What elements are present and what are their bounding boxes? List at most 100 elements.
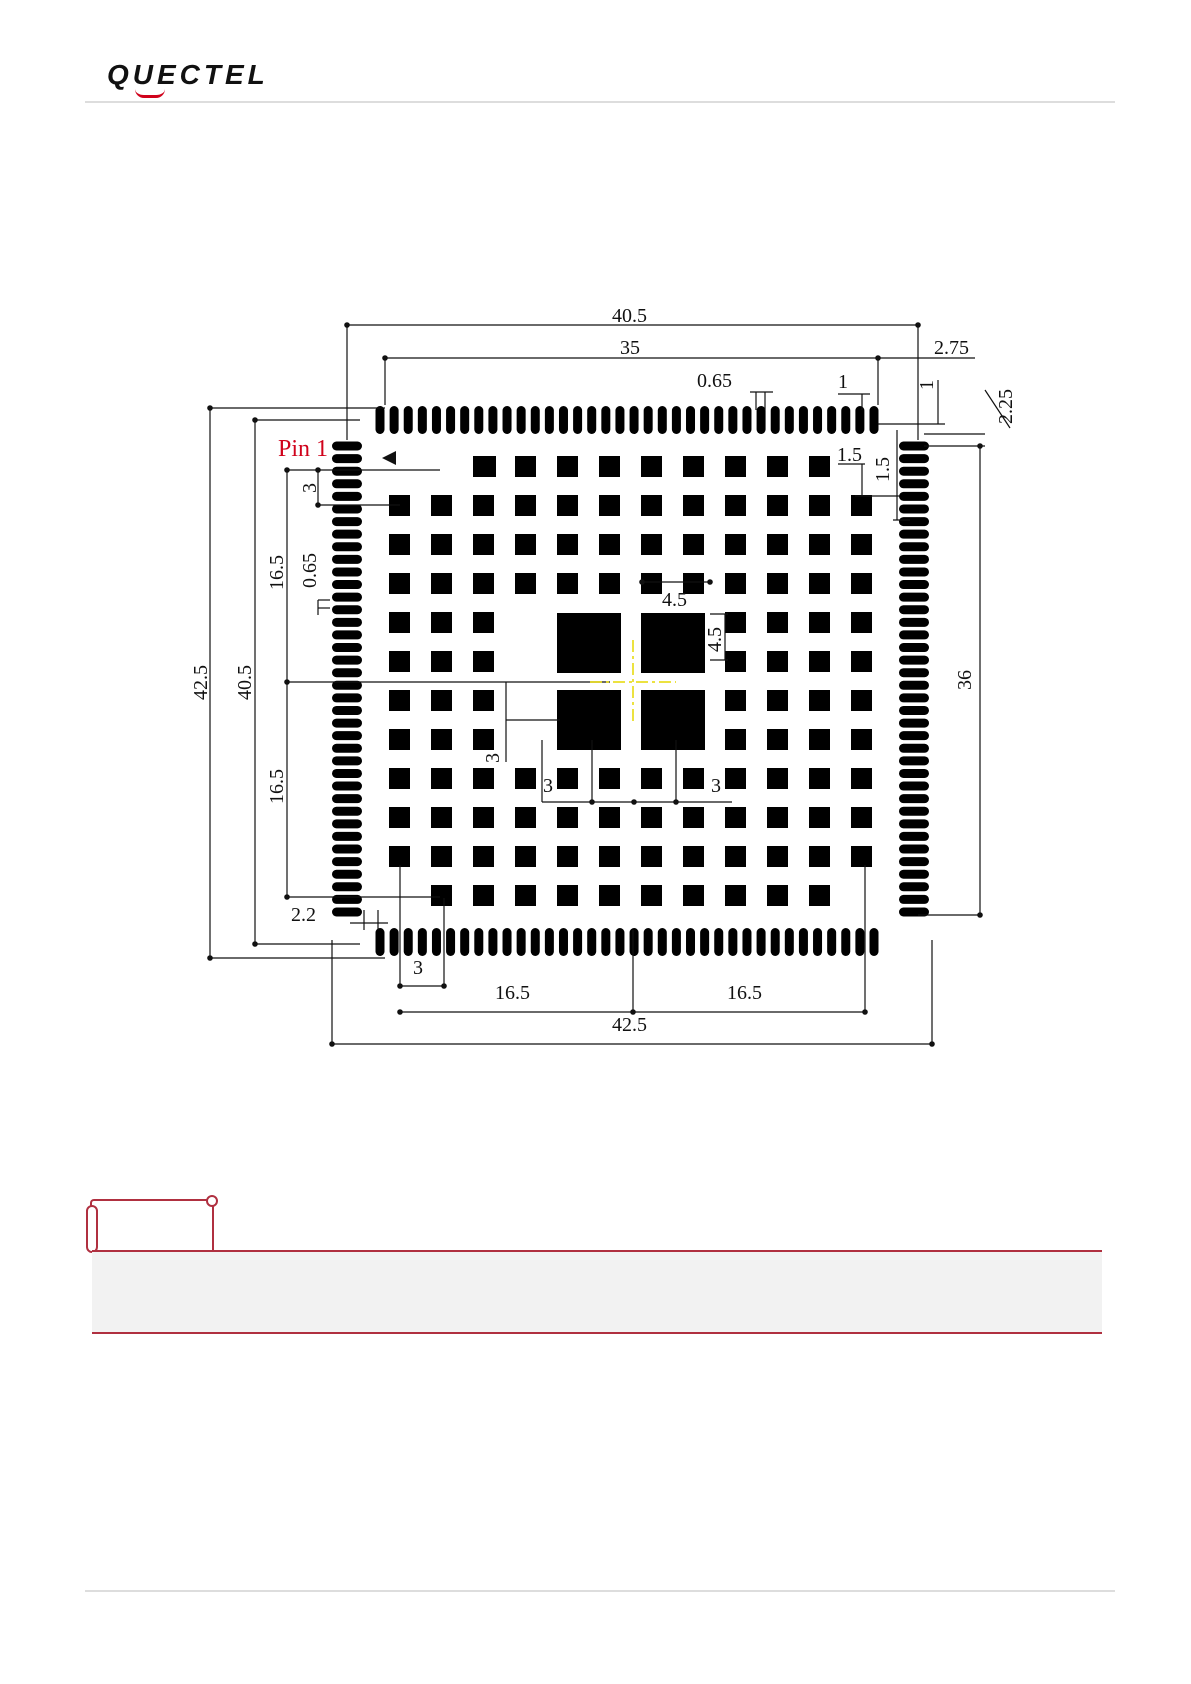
edge-pad: [332, 542, 362, 551]
edge-pad: [587, 406, 596, 434]
dim-corner-offset: 2.25: [995, 389, 1017, 424]
edge-pad: [332, 618, 362, 627]
edge-pad: [488, 406, 497, 434]
edge-pad: [899, 618, 929, 627]
grid-pad: [557, 456, 578, 477]
edge-pad: [658, 928, 667, 956]
edge-pad: [332, 832, 362, 841]
edge-pad: [785, 406, 794, 434]
edge-pad: [899, 656, 929, 665]
edge-pad: [332, 479, 362, 488]
dimension-tick: [708, 580, 712, 584]
edge-pad: [418, 928, 427, 956]
edge-pad: [899, 832, 929, 841]
edge-pad: [332, 756, 362, 765]
grid-pad: [851, 846, 872, 867]
grid-pad: [641, 534, 662, 555]
dimension-tick: [590, 800, 594, 804]
edge-pad: [630, 406, 639, 434]
dim-center-gap-left: 3: [543, 775, 553, 797]
grid-pad: [767, 651, 788, 672]
edge-pad: [376, 406, 385, 434]
edge-pad: [899, 479, 929, 488]
grid-pad: [851, 534, 872, 555]
grid-pad: [641, 768, 662, 789]
edge-pad: [615, 406, 624, 434]
edge-pad: [332, 656, 362, 665]
grid-pad: [725, 573, 746, 594]
grid-pad: [431, 612, 452, 633]
grid-pad: [557, 768, 578, 789]
pad-layer: [332, 406, 929, 956]
edge-pad: [799, 928, 808, 956]
grid-pad: [725, 690, 746, 711]
dimension-tick: [978, 913, 982, 917]
grid-pad: [389, 573, 410, 594]
edge-pad: [899, 693, 929, 702]
edge-pad: [332, 504, 362, 513]
grid-pad: [473, 807, 494, 828]
grid-pad: [767, 534, 788, 555]
grid-pad: [725, 885, 746, 906]
grid-pad: [473, 729, 494, 750]
dimension-tick: [442, 984, 446, 988]
grid-pad: [641, 846, 662, 867]
dim-left-inner: 40.5: [234, 665, 256, 700]
edge-pad: [714, 928, 723, 956]
edge-pad: [899, 492, 929, 501]
edge-pad: [390, 406, 399, 434]
dimension-tick: [330, 1042, 334, 1046]
dim-center-gap-v: 3: [482, 753, 504, 763]
grid-pad: [725, 807, 746, 828]
thermal-pad: [641, 690, 705, 750]
edge-pad: [899, 756, 929, 765]
edge-pad: [332, 492, 362, 501]
edge-pad: [332, 819, 362, 828]
edge-pad: [899, 845, 929, 854]
edge-pad: [899, 870, 929, 879]
edge-pad: [531, 928, 540, 956]
edge-pad: [332, 605, 362, 614]
dimension-tick: [632, 800, 636, 804]
edge-pad: [332, 857, 362, 866]
edge-pad: [332, 908, 362, 917]
edge-pad: [714, 406, 723, 434]
grid-pad: [389, 807, 410, 828]
grid-pad: [389, 534, 410, 555]
edge-pad: [899, 744, 929, 753]
edge-pad: [615, 928, 624, 956]
grid-pad: [389, 846, 410, 867]
dim-top-inner: 35: [620, 337, 640, 359]
edge-pad: [855, 928, 864, 956]
edge-pad: [573, 406, 582, 434]
grid-pad: [683, 495, 704, 516]
grid-pad: [599, 456, 620, 477]
grid-pad: [431, 573, 452, 594]
grid-pad: [767, 729, 788, 750]
edge-pad: [813, 406, 822, 434]
note-box: [92, 1250, 1102, 1334]
edge-pad: [785, 928, 794, 956]
grid-pad: [767, 768, 788, 789]
edge-pad: [899, 857, 929, 866]
edge-pad: [827, 406, 836, 434]
grid-pad: [809, 651, 830, 672]
grid-pad: [809, 846, 830, 867]
grid-pad: [809, 573, 830, 594]
grid-pad: [389, 768, 410, 789]
edge-pad: [332, 769, 362, 778]
grid-pad: [725, 456, 746, 477]
dim-bottom-right: 16.5: [727, 982, 762, 1004]
edge-pad: [899, 580, 929, 589]
dimension-tick: [316, 468, 320, 472]
edge-pad: [899, 467, 929, 476]
edge-pad: [332, 882, 362, 891]
edge-pad: [827, 928, 836, 956]
grid-pad: [809, 534, 830, 555]
grid-pad: [809, 690, 830, 711]
edge-pad: [559, 406, 568, 434]
edge-pad: [841, 928, 850, 956]
edge-pad: [432, 928, 441, 956]
grid-pad: [767, 885, 788, 906]
edge-pad: [332, 895, 362, 904]
